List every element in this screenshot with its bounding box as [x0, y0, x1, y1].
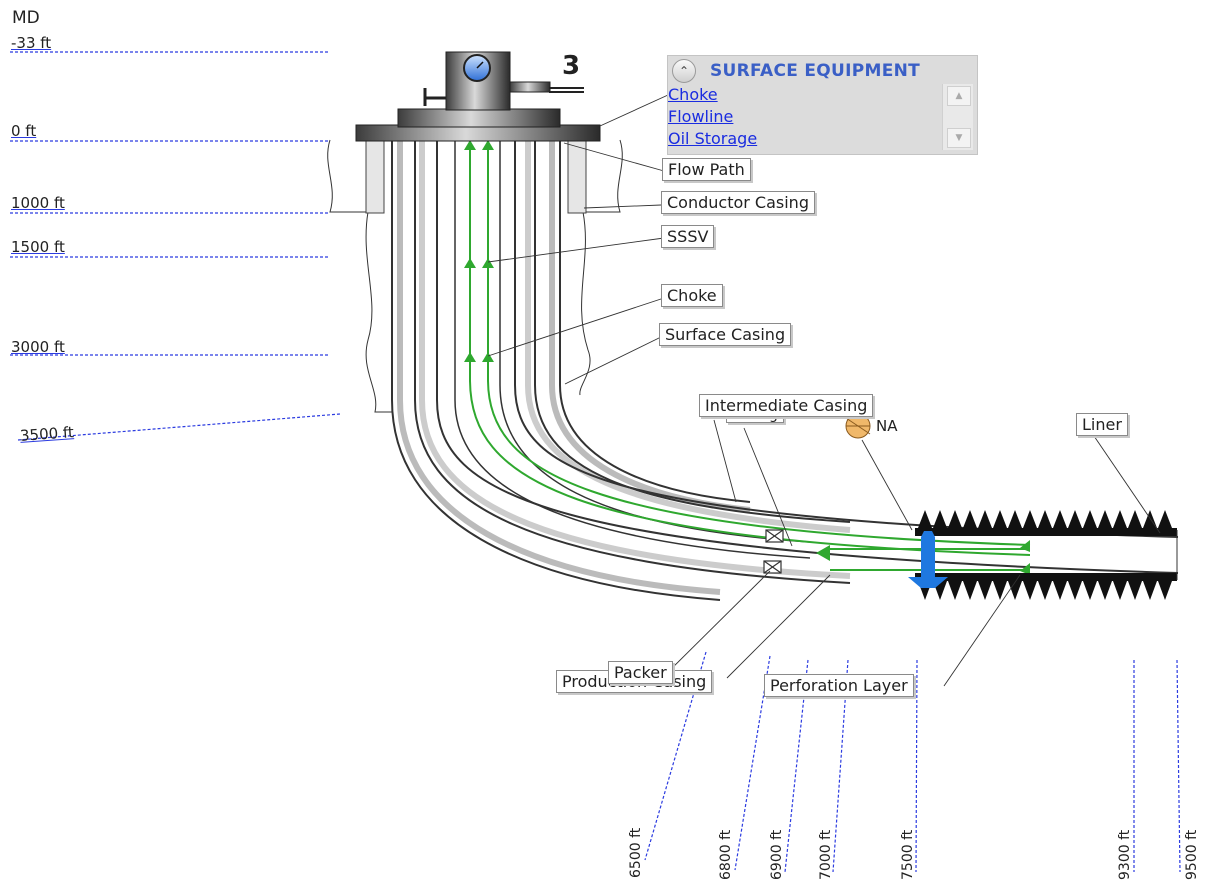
perforation-tooth — [978, 510, 992, 528]
perforation-tooth — [1158, 581, 1172, 600]
na-label: NA — [876, 417, 898, 435]
perforation-teeth — [915, 528, 1177, 581]
chevron-up-icon: ⌃ — [678, 64, 690, 78]
collapse-toggle-button[interactable]: ⌃ — [672, 59, 696, 83]
depth-label: 1500 ft — [11, 238, 65, 256]
perforation-tooth — [1023, 510, 1037, 528]
callout-leaders — [487, 94, 1161, 687]
packer-icon — [763, 529, 784, 574]
perforation-tooth — [1008, 581, 1022, 600]
bottom-depth-label: 9300 ft — [1117, 829, 1133, 880]
bottom-depth-label: 9500 ft — [1184, 829, 1200, 880]
link-oil-storage[interactable]: Oil Storage — [668, 129, 758, 148]
perforation-bottom — [918, 581, 1172, 600]
callout-liner: Liner — [1076, 413, 1128, 436]
bottom-depth-label: 7500 ft — [900, 829, 916, 880]
scroll-up-button[interactable]: ▲ — [947, 86, 971, 106]
callout-sssv: SSSV — [661, 225, 715, 248]
perforation-tooth — [963, 510, 977, 528]
perforation-tooth — [963, 581, 977, 600]
depth-label: 3000 ft — [11, 338, 65, 356]
wellhead-marker: 3 — [562, 51, 581, 81]
perforation-tooth — [948, 581, 962, 600]
perforation-tooth — [1158, 510, 1172, 528]
perforation-tooth — [1098, 581, 1112, 600]
perforation-tooth — [933, 510, 947, 528]
perforation-tooth — [1008, 510, 1022, 528]
perforation-tooth — [1038, 581, 1052, 600]
depth-line — [915, 659, 918, 873]
perforation-tooth — [1083, 510, 1097, 528]
perforation-tooth — [1038, 510, 1052, 528]
callout-perforation-layer: Perforation Layer — [764, 674, 914, 697]
link-flowline[interactable]: Flowline — [668, 107, 734, 126]
depth-label: 3500 ft — [19, 423, 75, 445]
depth-label: -33 ft — [11, 34, 52, 52]
valve-icon — [908, 531, 948, 588]
perforation-tooth — [1053, 510, 1067, 528]
perforation-tooth — [1128, 581, 1142, 600]
callout-surface-casing: Surface Casing — [659, 323, 792, 346]
perforation-tooth — [1053, 581, 1067, 600]
scroll-down-button[interactable]: ▼ — [947, 128, 971, 148]
scrollbar[interactable]: ▲ ▼ — [942, 84, 973, 150]
perforation-tooth — [1113, 581, 1127, 600]
depth-label: 1000 ft — [11, 194, 65, 212]
bottom-depth-label: 6800 ft — [718, 829, 734, 880]
perforation-tooth — [993, 510, 1007, 528]
perforation-tooth — [1023, 581, 1037, 600]
perforation-tooth — [918, 510, 932, 528]
depth-line — [1176, 659, 1181, 873]
perforation-tooth — [1068, 581, 1082, 600]
depth-line — [17, 413, 341, 441]
flow-arrows — [464, 118, 1030, 575]
callout-intermediate-casing: Intermediate Casing — [699, 394, 874, 417]
perforation-tooth — [993, 581, 1007, 600]
callout-choke: Choke — [661, 284, 723, 307]
perforation-tooth — [948, 510, 962, 528]
perforation-tooth — [1068, 510, 1082, 528]
formation-outline — [327, 139, 623, 413]
surface-equipment-header: ⌃ SURFACE EQUIPMENT — [672, 59, 920, 83]
perforation-top — [918, 510, 1172, 528]
link-choke[interactable]: Choke — [668, 85, 718, 104]
bottom-depth-label: 6900 ft — [769, 829, 785, 880]
callout-packer: Packer — [608, 661, 673, 684]
surface-equipment-title: SURFACE EQUIPMENT — [710, 61, 921, 81]
perforation-tooth — [1113, 510, 1127, 528]
perforation-tooth — [1098, 510, 1112, 528]
depth-label: 0 ft — [11, 122, 37, 140]
perforation-tooth — [1128, 510, 1142, 528]
surface-equipment-panel: ⌃ SURFACE EQUIPMENT Choke Flowline Oil S… — [667, 55, 978, 155]
na-marker-icon — [845, 413, 871, 439]
perforation-tooth — [978, 581, 992, 600]
bottom-depth-label: 6500 ft — [628, 827, 644, 878]
perforation-tooth — [1143, 581, 1157, 600]
bottom-depth-label: 7000 ft — [818, 829, 834, 880]
callout-conductor-casing: Conductor Casing — [661, 191, 815, 214]
wellhead-icon — [355, 51, 601, 142]
perforation-tooth — [1083, 581, 1097, 600]
callout-flow-path: Flow Path — [662, 158, 751, 181]
md-axis-title: MD — [12, 8, 40, 28]
